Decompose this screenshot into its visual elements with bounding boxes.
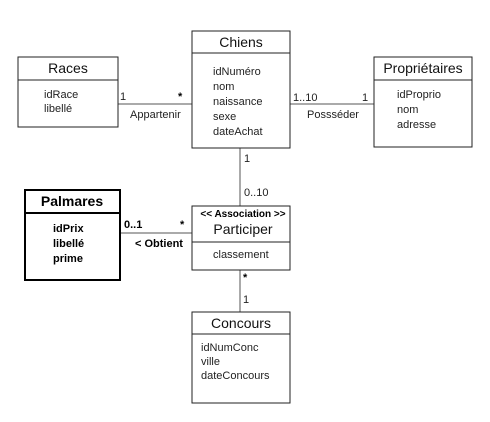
class-chiens-attr: naissance <box>213 96 263 108</box>
multiplicity-participer-chiens: 0..10 <box>244 187 268 199</box>
class-proprietaires-attr: nom <box>397 104 418 116</box>
class-concours[interactable]: Concours idNumConc ville dateConcours <box>191 311 291 404</box>
class-races-name: Races <box>48 60 88 76</box>
multiplicity-palmares-obtient: 0..1 <box>124 219 142 231</box>
class-chiens-attr: dateAchat <box>213 126 263 138</box>
class-participer[interactable]: << Association >> Participer classement <box>191 205 291 271</box>
class-concours-attr: dateConcours <box>201 370 270 382</box>
association-label-obtient: < Obtient <box>135 238 183 250</box>
class-chiens-attr: nom <box>213 81 234 93</box>
multiplicity-participer-obtient: * <box>180 219 185 231</box>
class-proprietaires-name: Propriétaires <box>383 60 462 76</box>
association-label-appartenir: Appartenir <box>130 109 181 121</box>
class-races-attr: libellé <box>44 103 72 115</box>
class-palmares-attr: libellé <box>53 238 84 250</box>
class-chiens-name: Chiens <box>219 34 263 50</box>
class-palmares-attr: idPrix <box>53 223 84 235</box>
class-chiens-attr: sexe <box>213 111 236 123</box>
class-races-attr: idRace <box>44 89 78 101</box>
class-concours-attr: ville <box>201 356 220 368</box>
class-concours-attr: idNumConc <box>201 342 259 354</box>
class-proprietaires[interactable]: Propriétaires idProprio nom adresse <box>373 56 473 148</box>
multiplicity-races-appartenir: 1 <box>120 91 126 103</box>
class-palmares-attr: prime <box>53 253 83 265</box>
class-participer-stereotype: << Association >> <box>200 209 285 220</box>
class-proprietaires-attr: idProprio <box>397 89 441 101</box>
multiplicity-chiens-participer: 1 <box>244 153 250 165</box>
multiplicity-concours-participer: 1 <box>243 294 249 306</box>
class-concours-name: Concours <box>211 315 271 331</box>
class-participer-name: Participer <box>213 221 272 237</box>
class-participer-attr: classement <box>213 249 269 261</box>
multiplicity-participer-concours: * <box>243 272 248 284</box>
multiplicity-proprietaires-posseder: 1 <box>362 92 368 104</box>
class-palmares-name: Palmares <box>41 193 103 209</box>
class-proprietaires-attr: adresse <box>397 119 436 131</box>
multiplicity-chiens-appartenir: * <box>178 91 183 103</box>
class-palmares[interactable]: Palmares idPrix libellé prime <box>24 189 121 281</box>
class-chiens-attr: idNuméro <box>213 66 261 78</box>
class-chiens[interactable]: Chiens idNuméro nom naissance sexe dateA… <box>191 30 291 149</box>
association-label-posseder: Possséder <box>307 109 359 121</box>
multiplicity-chiens-posseder: 1..10 <box>293 92 317 104</box>
class-races[interactable]: Races idRace libellé <box>17 56 119 128</box>
